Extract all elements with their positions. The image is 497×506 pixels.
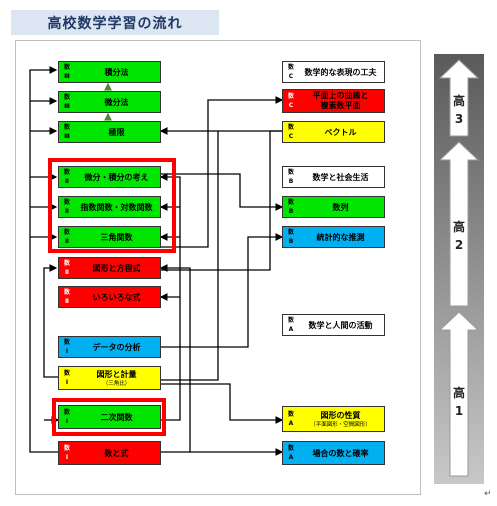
box-label: 数と式	[104, 448, 129, 458]
box-label: 図形の性質（平面図形・空間図形）	[310, 410, 371, 428]
diagram-frame	[15, 40, 421, 495]
box-label: 場合の数と確率	[312, 448, 369, 458]
box-label: 統計的な推測	[316, 232, 365, 242]
box-label: 三角関数	[100, 232, 133, 242]
box-label: 図形と計量（三角比）	[96, 369, 137, 387]
box-label: 数列	[332, 202, 349, 212]
box-label: 数学と人間の活動	[308, 320, 373, 330]
box-label: 積分法	[104, 67, 129, 77]
box-label: 図形と方程式	[92, 263, 141, 273]
box-label: 平面上の曲線と複素数平面	[312, 91, 369, 110]
box-label: 数学と社会生活	[312, 172, 369, 182]
box-label: ベクトル	[324, 127, 357, 137]
highlight-frame-i	[52, 398, 166, 436]
box-sublabel: （平面図形・空間図形）	[310, 421, 371, 428]
grade-arrow-3	[438, 59, 480, 137]
box-label: データの分析	[92, 342, 141, 352]
box-label: 二次関数	[100, 412, 133, 422]
box-label: 極限	[108, 127, 125, 137]
box-label: 微分・積分の考え	[84, 172, 149, 182]
grade-arrow-2	[438, 141, 480, 307]
box-label: 指数関数・対数関数	[80, 202, 153, 212]
box-label: いろいろな式	[92, 292, 141, 302]
grade-arrow-1	[438, 311, 480, 477]
box-label: 数学的な表現の工夫	[304, 67, 377, 77]
return-mark: ↵	[484, 489, 492, 499]
diagram-title: 高校数学学習の流れ	[11, 10, 219, 35]
box-label: 微分法	[104, 97, 129, 107]
highlight-frame-ii	[48, 158, 176, 253]
box-sublabel: （三角比）	[102, 380, 131, 387]
